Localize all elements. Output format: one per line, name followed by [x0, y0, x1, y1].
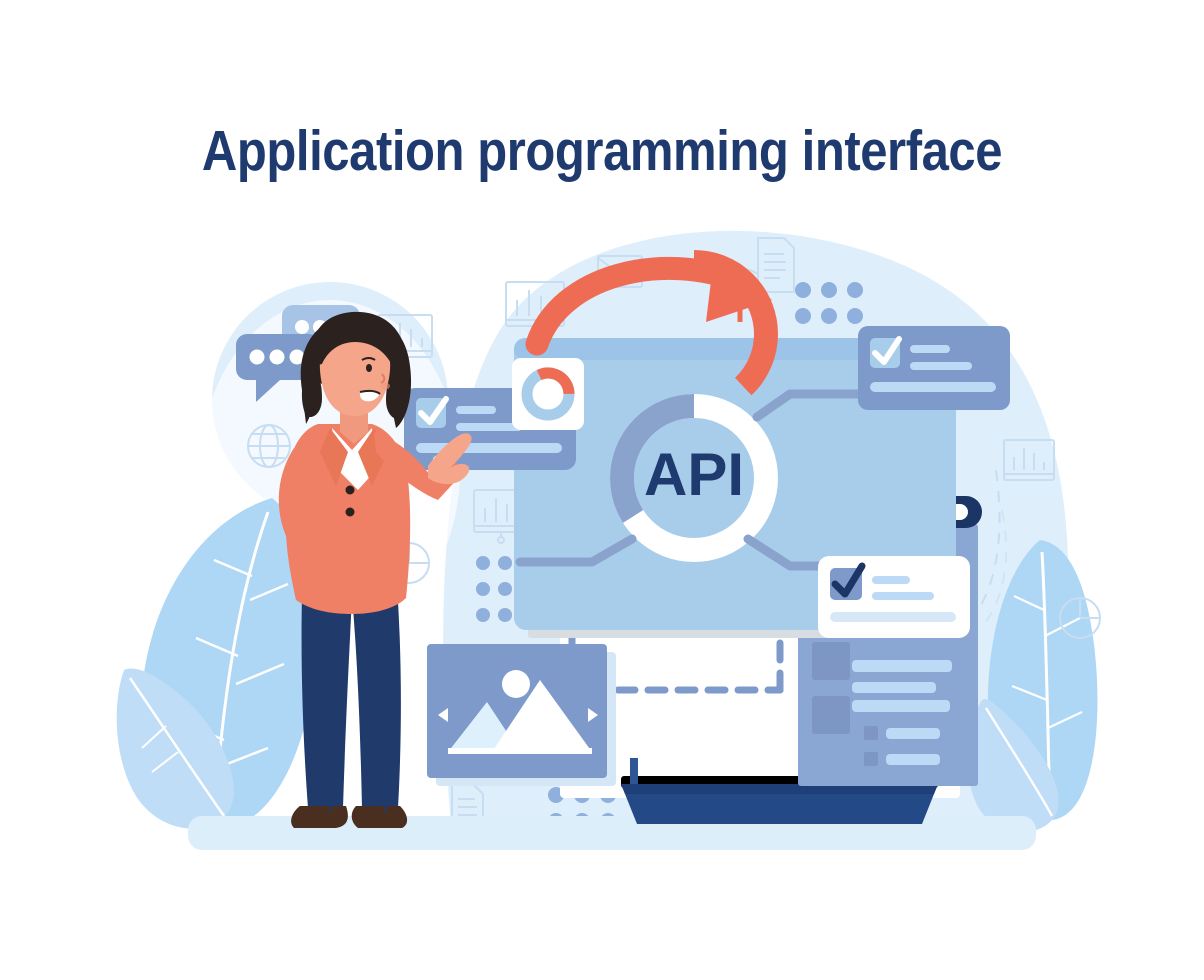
dot-grid-top-right: [795, 282, 863, 324]
mini-donut-card[interactable]: [512, 358, 584, 430]
leaf-left-small-branch: [141, 725, 179, 773]
jacket-button-2: [345, 507, 355, 517]
shoe-lace-left: [326, 799, 333, 813]
decorative-leaves-left: [116, 498, 317, 829]
shoe-left: [291, 806, 348, 828]
hand-pointing: [428, 433, 472, 485]
sun-icon: [502, 670, 530, 698]
cheek: [380, 382, 390, 390]
leaf-left-vein-branch-2: [195, 636, 285, 686]
hair-front: [312, 311, 407, 388]
connector-left: [515, 534, 637, 567]
next-arrow-icon[interactable]: [588, 708, 598, 722]
page-title: Application programming interface: [201, 119, 1003, 183]
leaf-left-vein-branch-1: [213, 558, 289, 602]
checkbox-card-bottom-right[interactable]: [818, 556, 970, 638]
hair-side-left: [301, 362, 322, 418]
check-icon: [872, 336, 902, 365]
leaf-right-small: [967, 698, 1059, 833]
check-icon: [831, 562, 866, 598]
leaf-right-small-vein: [984, 707, 1054, 817]
bar-chart-icon-right: [1003, 439, 1055, 481]
image-gallery-widget[interactable]: [427, 644, 616, 786]
connector-top-right: [752, 389, 885, 422]
check-icon: [418, 396, 449, 425]
laptop-base-shade: [621, 784, 938, 794]
nose: [380, 373, 386, 384]
decorative-leaves-right: [967, 540, 1098, 833]
shoe-lace-right: [381, 799, 388, 813]
donut-segment-b: [610, 394, 778, 562]
pie-chart-icon-right: [1059, 597, 1101, 639]
prev-arrow-icon[interactable]: [438, 708, 448, 722]
dot-grid-left: [476, 556, 512, 622]
mountain-large-icon: [492, 680, 592, 752]
jacket-button-1: [345, 485, 355, 495]
eye: [366, 364, 372, 372]
hair-side-right: [386, 366, 406, 420]
dashed-data-path: [614, 628, 784, 694]
globe-icon: [247, 424, 291, 468]
leaf-left-small-vein: [128, 677, 226, 817]
woman-presenter: [278, 311, 472, 828]
leaf-right-branch-2: [1011, 684, 1083, 729]
jacket: [285, 424, 411, 614]
donut-segment-a: [610, 250, 778, 418]
api-donut-chart: API: [610, 250, 778, 562]
mouth: [359, 390, 380, 402]
donut-center-label: API: [644, 441, 744, 508]
mini-donut-chart: [521, 367, 575, 421]
speech-bubble-front: [236, 334, 320, 402]
mouth-line: [359, 389, 381, 395]
shoe-right: [351, 806, 408, 828]
dashed-arc-decoration: [967, 469, 1008, 631]
eyebrow: [361, 357, 376, 361]
checkbox-card-top-right[interactable]: [858, 326, 1010, 410]
lapel-left: [320, 428, 348, 486]
